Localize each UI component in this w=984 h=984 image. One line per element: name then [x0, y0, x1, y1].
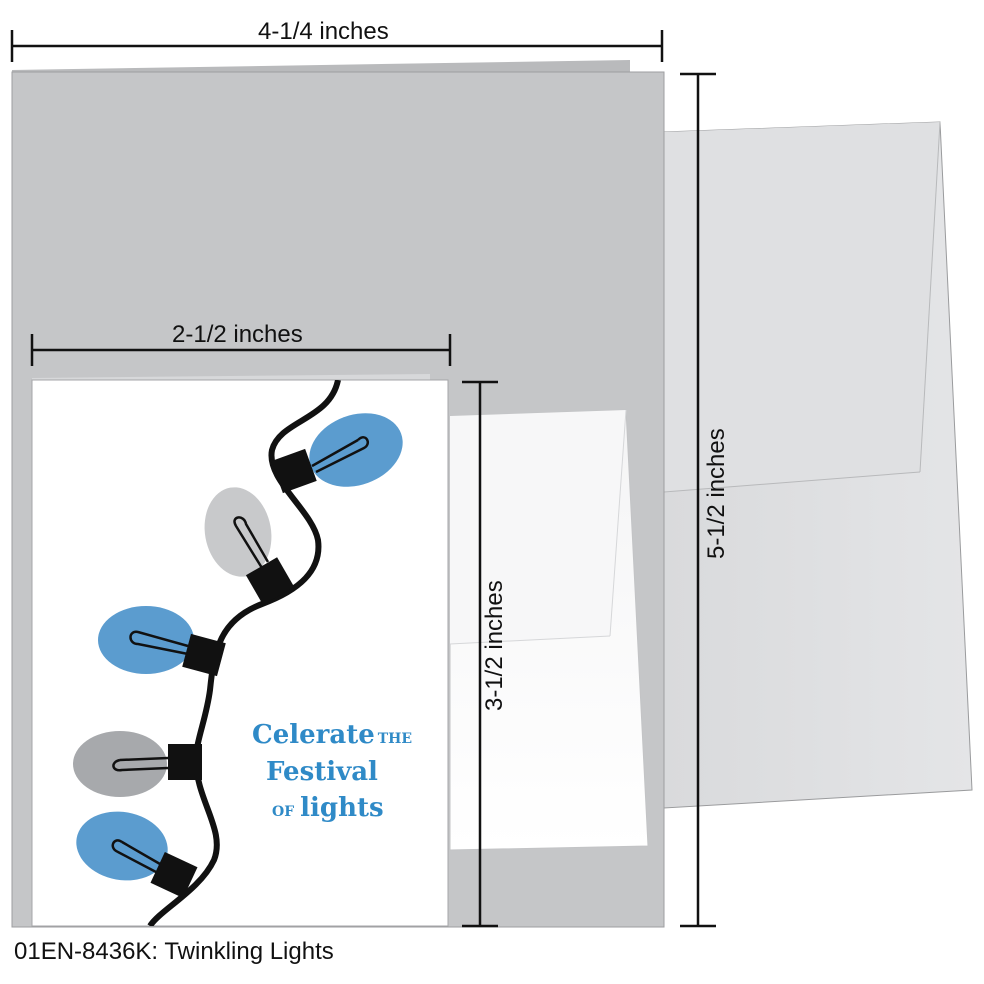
product-caption: 01EN-8436K: Twinkling Lights — [14, 938, 334, 965]
bulb-blue-top — [271, 413, 403, 494]
small-height-label: 3-1/2 inches — [481, 580, 508, 711]
string-lights — [73, 380, 403, 926]
card-message-line-2: Festival — [266, 759, 378, 785]
large-width-label: 4-1/4 inches — [258, 18, 389, 45]
small-envelope — [449, 409, 649, 851]
large-envelope — [663, 121, 973, 809]
card-word-of: OF — [272, 804, 295, 820]
bulb-grey-middle — [204, 487, 295, 605]
bulb-blue-middle — [98, 606, 226, 677]
bulb-grey-lower — [73, 731, 202, 797]
card-word-lights: lights — [300, 793, 384, 823]
card-message-line-3: OF lights — [272, 795, 384, 821]
dimension-lines — [10, 30, 716, 928]
card-word-festival: Festival — [266, 757, 378, 787]
card-word-the: THE — [377, 731, 413, 747]
large-height-label: 5-1/2 inches — [703, 428, 730, 559]
card-word-celerate: Celerate — [252, 720, 375, 750]
small-width-label: 2-1/2 inches — [172, 321, 303, 348]
bulb-blue-bottom — [76, 811, 198, 899]
